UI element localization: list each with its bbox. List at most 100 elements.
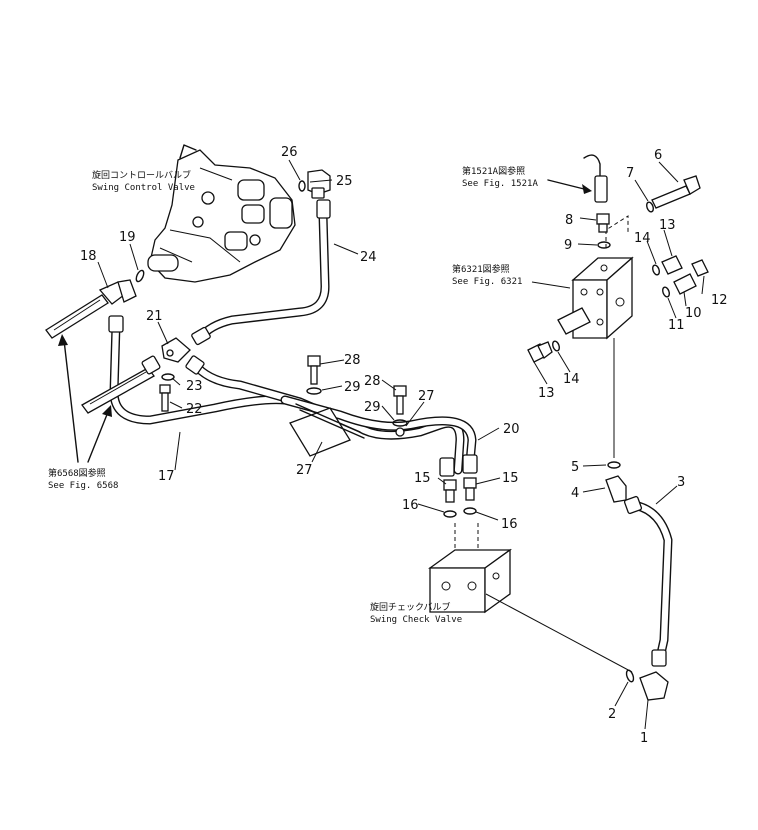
connector-10 [673, 273, 697, 295]
part-number-5: 5 [571, 460, 579, 475]
swing-control-valve-jp: 旋回コントロールバルブ [92, 169, 191, 181]
pipe-left-lower [81, 355, 161, 414]
swing-control-valve-en: Swing Control Valve [92, 183, 195, 193]
swing-control-valve [147, 144, 296, 283]
part-number-22: 22 [186, 402, 203, 417]
o-ring-5 [607, 461, 621, 469]
fig-1521a-reference: 第1521A図参照 See Fig. 1521A [462, 165, 538, 189]
part-number-12: 12 [711, 293, 728, 308]
leader-check-valve-elbow [485, 593, 633, 673]
part-number-17: 17 [158, 469, 175, 484]
part-number-16a: 16 [402, 498, 419, 513]
part-number-28a: 28 [344, 353, 361, 368]
part-number-14b: 14 [563, 372, 580, 387]
cap-12 [691, 259, 709, 277]
elbow-25 [307, 169, 331, 199]
adapter-18 [98, 279, 137, 305]
tee-21 [161, 337, 191, 363]
valve-block-6321 [557, 215, 634, 458]
o-ring-11 [662, 286, 670, 298]
washer-29b [392, 419, 408, 427]
arrows-6568 [58, 334, 112, 463]
hose-20 [280, 395, 478, 477]
o-ring-16b [463, 507, 477, 515]
fig-6568-reference: 第6568図参照 See Fig. 6568 [48, 467, 118, 491]
o-ring-26 [298, 180, 306, 192]
leader-6321 [531, 281, 571, 289]
swing-check-valve-reference: 旋回チェックバルブ Swing Check Valve [370, 601, 462, 625]
part-number-18: 18 [80, 249, 97, 264]
swing-control-valve-reference: 旋回コントロールバルブ Swing Control Valve [92, 169, 195, 193]
bolt-28b [393, 385, 407, 415]
swing-check-valve [427, 522, 513, 614]
part-number-13b: 13 [538, 386, 555, 401]
part-number-27b: 27 [418, 389, 435, 404]
part-number-4: 4 [571, 486, 579, 501]
elbow-4 [605, 475, 627, 503]
swing-check-valve-en: Swing Check Valve [370, 615, 462, 625]
hose-3 [623, 495, 673, 667]
hose-24 [191, 199, 331, 346]
part-number-13a: 13 [659, 218, 676, 233]
connector-15b [463, 477, 477, 501]
fig-1521a-part [583, 154, 608, 203]
arrow-1521a-icon [582, 184, 592, 194]
connector-15a [443, 479, 457, 503]
part-number-29b: 29 [364, 400, 381, 415]
part-number-3: 3 [677, 475, 685, 490]
adapter-8 [596, 213, 610, 233]
o-ring-9 [597, 241, 611, 249]
part-number-10: 10 [685, 306, 702, 321]
part-number-23: 23 [186, 379, 203, 394]
part-number-15b: 15 [502, 471, 519, 486]
pipe-left-upper [45, 294, 109, 339]
part-number-29a: 29 [344, 380, 361, 395]
o-ring-19 [135, 269, 145, 283]
washer-23 [161, 373, 175, 381]
bolt-28a [307, 355, 321, 385]
part-number-28b: 28 [364, 374, 381, 389]
part-number-26: 26 [281, 145, 298, 160]
washer-7 [646, 201, 654, 213]
part-number-25: 25 [336, 174, 353, 189]
leader-lines [97, 159, 705, 730]
o-ring-2 [625, 669, 635, 683]
fig-6321-jp: 第6321図参照 [452, 263, 510, 275]
part-number-15a: 15 [414, 471, 431, 486]
part-number-11: 11 [668, 318, 685, 333]
fig-6568-jp: 第6568図参照 [48, 467, 106, 479]
part-number-24: 24 [360, 250, 377, 265]
bolt-6 [651, 175, 701, 209]
o-ring-16a [443, 510, 457, 518]
part-number-19: 19 [119, 230, 136, 245]
o-ring-14a [652, 264, 660, 276]
part-number-20: 20 [503, 422, 520, 437]
part-number-1: 1 [640, 731, 648, 746]
part-number-8: 8 [565, 213, 573, 228]
leader-1521a [547, 179, 589, 191]
part-number-9: 9 [564, 238, 572, 253]
clamp-27 [289, 403, 405, 457]
part-numbers: 1 2 3 4 5 6 7 8 9 10 11 12 13 13 14 14 1… [80, 145, 728, 746]
part-number-6: 6 [654, 148, 662, 163]
fig-6321-reference: 第6321図参照 See Fig. 6321 [452, 263, 522, 287]
part-number-21: 21 [146, 309, 163, 324]
part-number-27a: 27 [296, 463, 313, 478]
fig-6568-en: See Fig. 6568 [48, 481, 118, 491]
washer-29a [306, 387, 322, 395]
arrow-up-icon [58, 334, 68, 346]
elbow-1 [639, 671, 669, 701]
part-number-14a: 14 [634, 231, 651, 246]
bolt-22 [159, 384, 171, 412]
swing-check-valve-jp: 旋回チェックバルブ [370, 601, 451, 613]
fig-1521a-en: See Fig. 1521A [462, 179, 538, 189]
fig-1521a-jp: 第1521A図参照 [462, 165, 525, 177]
o-ring-14b [552, 340, 560, 352]
hose-17 [108, 315, 290, 425]
arrow-up-right-icon [102, 405, 112, 417]
part-number-16b: 16 [501, 517, 518, 532]
part-number-7: 7 [626, 166, 634, 181]
connector-13b [527, 341, 553, 363]
fig-6321-en: See Fig. 6321 [452, 277, 522, 287]
